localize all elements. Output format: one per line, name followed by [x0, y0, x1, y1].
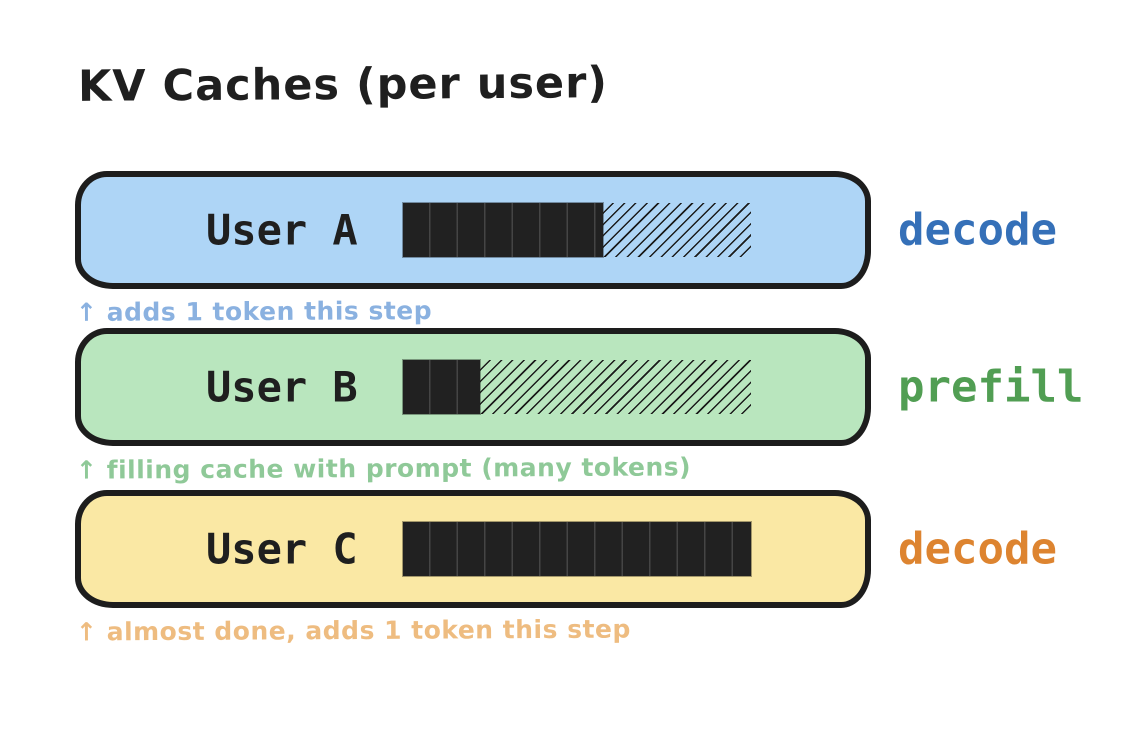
annotation: ↑ adds 1 token this step: [75, 296, 433, 327]
kv-cache-box: User C: [75, 490, 871, 608]
user-label: User B: [206, 362, 358, 412]
cache-bar: [402, 521, 752, 577]
cache-bar-hatched: [479, 360, 751, 414]
user-label: User C: [206, 524, 358, 574]
diagram-title: KV Caches (per user): [77, 58, 609, 112]
user-row: User C decode ↑ almost done, adds 1 toke…: [0, 490, 1132, 660]
annotation: ↑ almost done, adds 1 token this step: [75, 614, 631, 647]
cache-bar-filled: [402, 521, 752, 577]
cache-bar-filled: [402, 359, 481, 415]
cache-bar-hatched: [603, 203, 751, 257]
user-row: User A decode ↑ adds 1 token this step: [0, 171, 1132, 341]
status-label: decode: [898, 204, 1057, 256]
status-label: prefill: [898, 361, 1084, 413]
user-row: User B prefill ↑ filling cache with prom…: [0, 328, 1132, 498]
status-label: decode: [898, 523, 1057, 575]
kv-cache-box: User B: [75, 328, 871, 446]
cache-bar-filled: [401, 202, 605, 258]
kv-cache-box: User A: [75, 171, 871, 289]
annotation: ↑ filling cache with prompt (many tokens…: [75, 452, 692, 485]
user-label: User A: [206, 205, 358, 255]
cache-bar: [402, 359, 751, 415]
cache-bar: [401, 202, 751, 258]
